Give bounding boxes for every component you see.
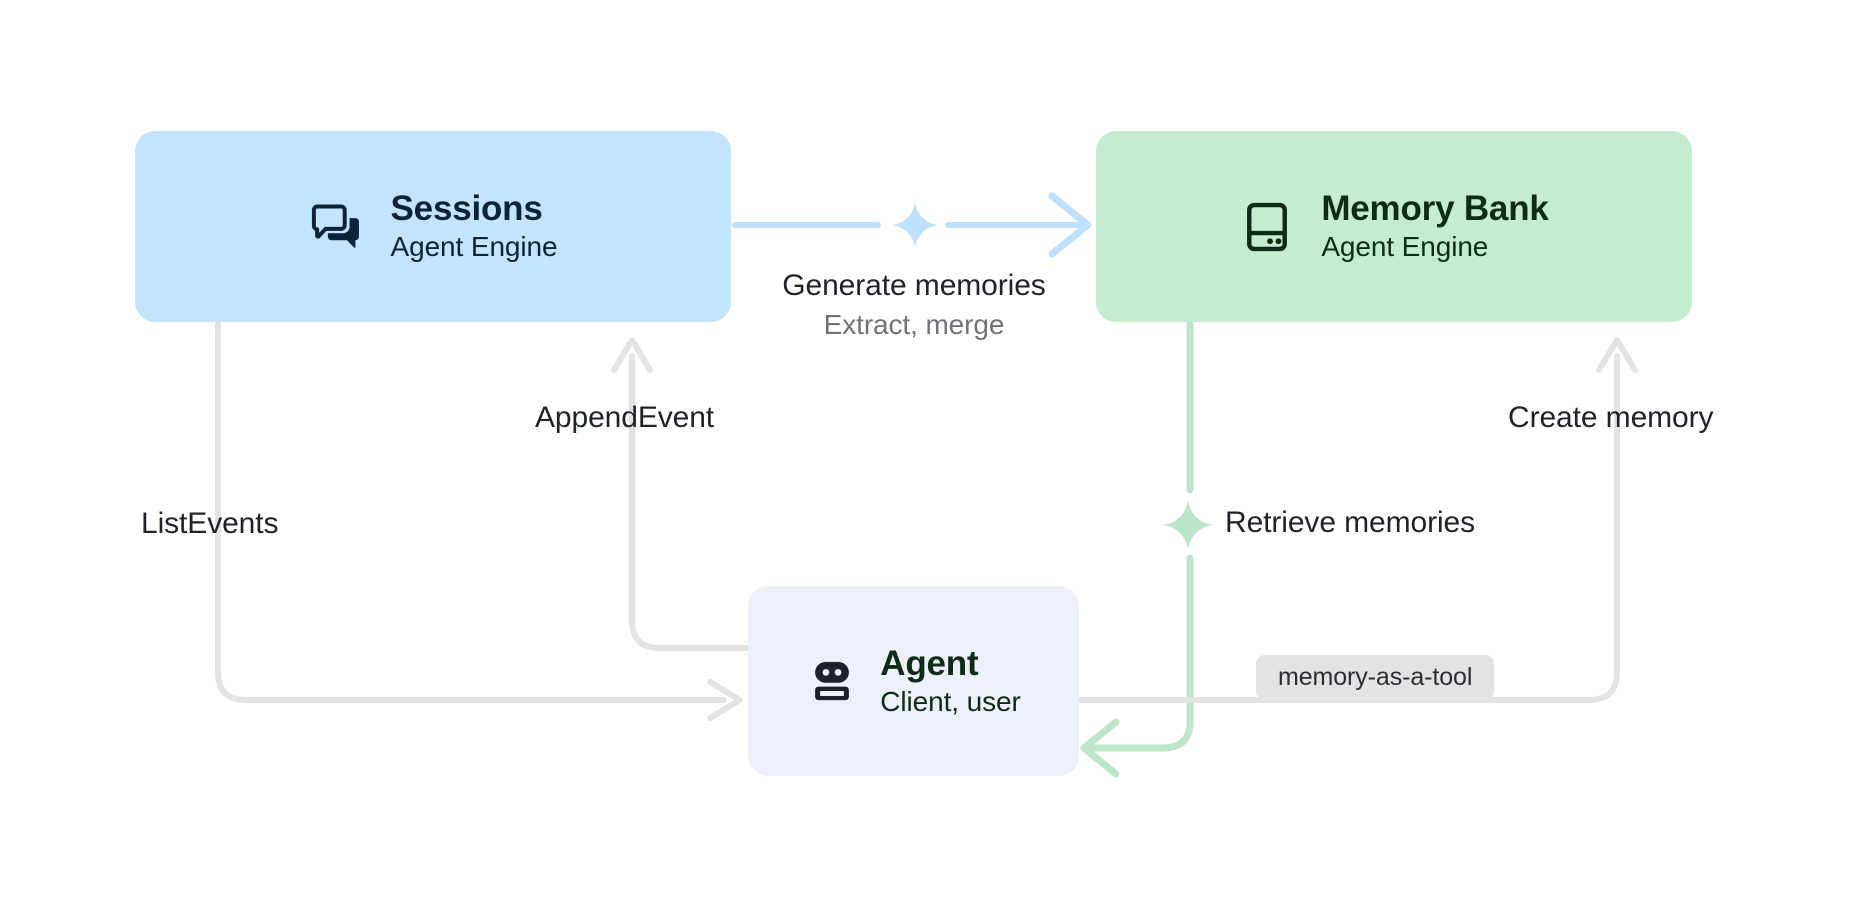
robot-icon bbox=[815, 661, 850, 701]
edge-label-list-events-text: ListEvents bbox=[141, 507, 279, 540]
edge-label-append-event-text: AppendEvent bbox=[535, 401, 715, 434]
edge-list-events bbox=[215, 319, 743, 721]
node-memory-bank-title: Memory Bank bbox=[1321, 189, 1549, 229]
node-sessions[interactable]: Sessions Agent Engine bbox=[135, 131, 731, 322]
badge-memory-as-a-tool: memory-as-a-tool bbox=[1256, 655, 1495, 700]
chat-bubbles-icon bbox=[311, 203, 359, 248]
edge-label-append-event: AppendEvent bbox=[535, 400, 714, 435]
edge-label-create-memory-text: Create memory bbox=[1508, 401, 1714, 434]
node-sessions-subtitle: Agent Engine bbox=[390, 231, 558, 263]
node-agent[interactable]: Agent Client, user bbox=[748, 586, 1079, 776]
node-sessions-title: Sessions bbox=[390, 189, 543, 229]
edge-label-create-memory: Create memory bbox=[1508, 400, 1714, 435]
sparkle-icon-generate bbox=[892, 202, 938, 248]
node-memory-bank[interactable]: Memory Bank Agent Engine bbox=[1096, 131, 1692, 322]
edge-create-memory bbox=[1076, 337, 1638, 703]
edge-generate-memories bbox=[732, 192, 1092, 258]
node-memory-bank-subtitle: Agent Engine bbox=[1321, 231, 1489, 263]
edge-label-list-events: ListEvents bbox=[141, 506, 279, 541]
edge-retrieve-memories bbox=[1080, 318, 1194, 778]
edge-label-generate-memories-text: Generate memories bbox=[782, 269, 1046, 302]
node-agent-title: Agent bbox=[880, 643, 979, 683]
memory-bank-icon bbox=[1247, 202, 1288, 251]
edge-append-event bbox=[611, 337, 751, 651]
edge-label-retrieve-memories-text: Retrieve memories bbox=[1225, 506, 1476, 539]
edge-label-retrieve-memories: Retrieve memories bbox=[1225, 505, 1475, 540]
node-agent-subtitle: Client, user bbox=[880, 685, 1021, 717]
sparkle-icon-retrieve bbox=[1163, 500, 1213, 550]
edge-label-generate-memories: Generate memories Extract, merge bbox=[769, 268, 1059, 341]
edge-label-generate-memories-subtext: Extract, merge bbox=[823, 309, 1005, 341]
badge-memory-as-a-tool-text: memory-as-a-tool bbox=[1278, 663, 1473, 691]
